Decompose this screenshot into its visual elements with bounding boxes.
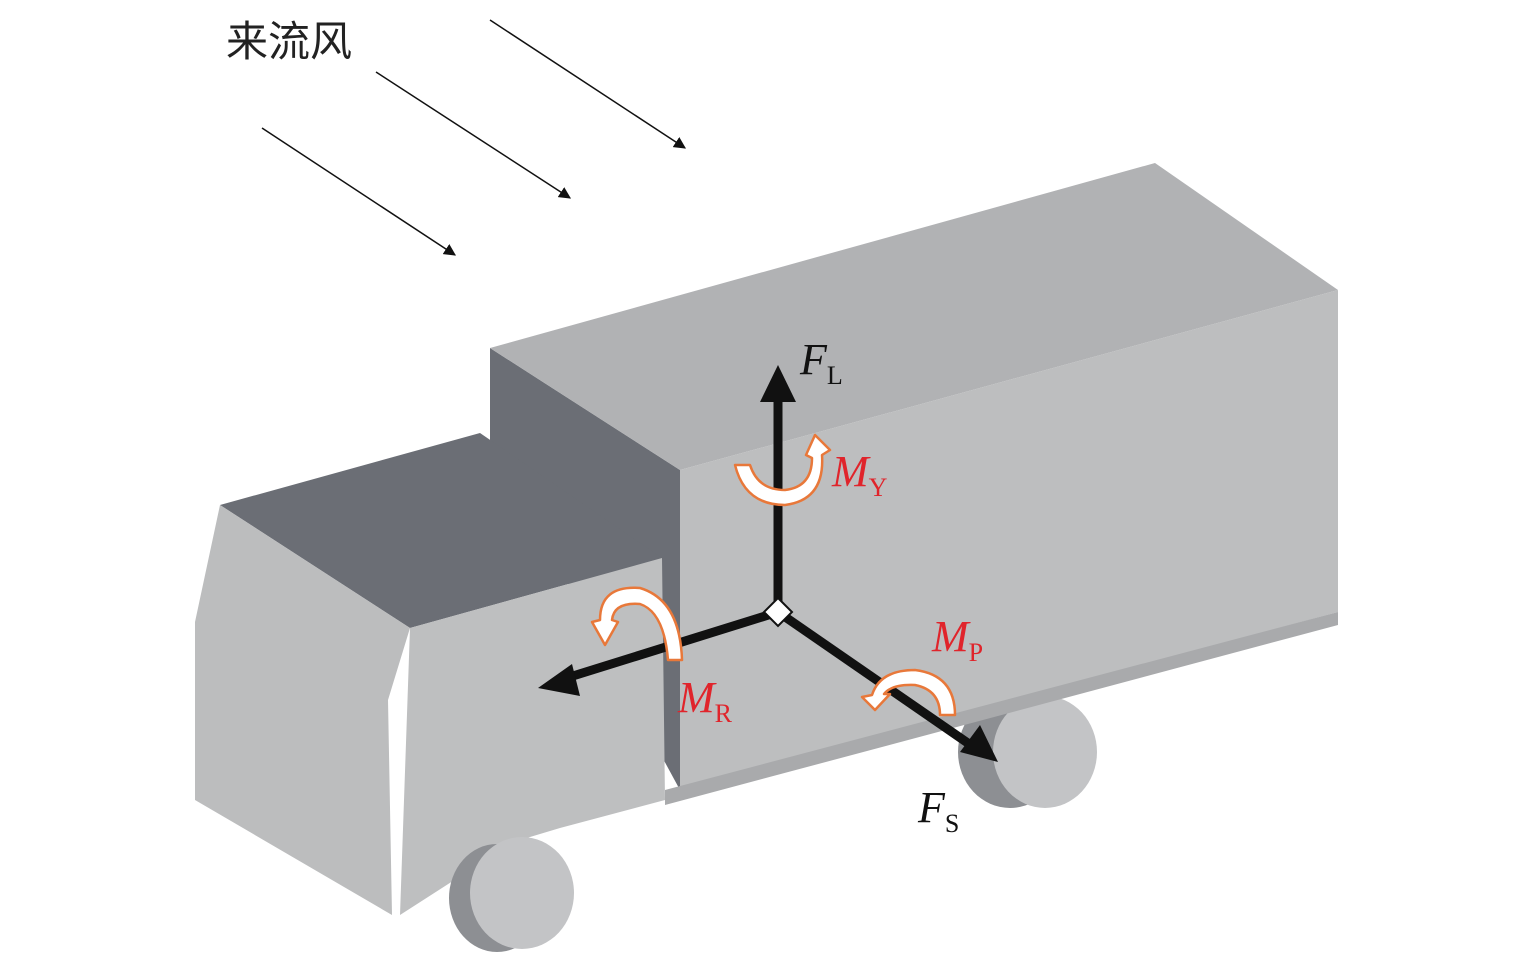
roll-moment-label: MR xyxy=(678,673,732,728)
wind-arrow xyxy=(261,127,457,256)
front-wheel xyxy=(449,837,574,952)
roll-moment-arrow xyxy=(590,586,684,662)
wind-arrow xyxy=(489,19,687,149)
side-force-label: FS xyxy=(918,783,960,838)
wind-arrows xyxy=(261,19,687,256)
side-force-arrow xyxy=(775,608,978,752)
side-arrowhead xyxy=(960,725,998,762)
yaw-moment-arrow xyxy=(733,433,832,507)
lift-arrowhead xyxy=(760,365,796,402)
wind-label: 来流风 xyxy=(226,17,353,66)
pitch-moment-label: MP xyxy=(932,612,984,667)
yaw-moment-label: MY xyxy=(832,447,888,502)
origin-marker xyxy=(762,596,794,628)
pitch-moment-arrow xyxy=(860,668,957,717)
lift-force-label: FL xyxy=(800,335,843,390)
wind-arrow xyxy=(375,71,572,199)
drag-arrowhead xyxy=(538,664,580,696)
rear-wheel xyxy=(958,696,1097,808)
cab xyxy=(195,433,665,915)
